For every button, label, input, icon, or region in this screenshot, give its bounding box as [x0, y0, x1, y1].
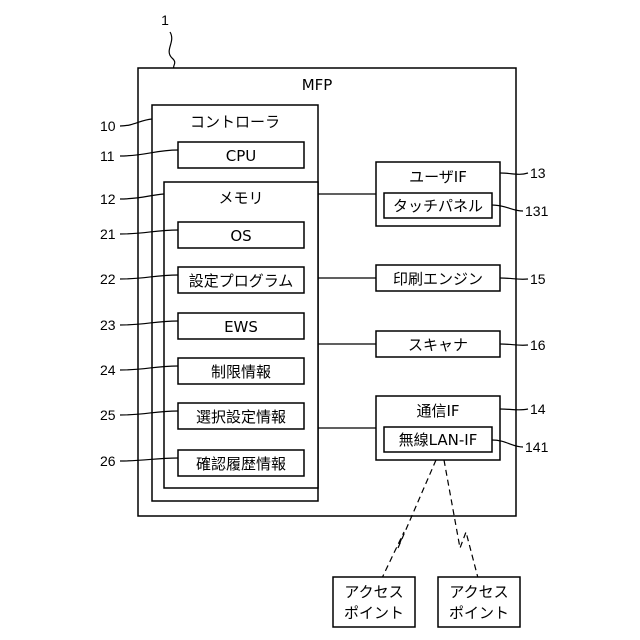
print-engine-label: 印刷エンジン — [393, 270, 483, 288]
memory-title: メモリ — [218, 189, 263, 207]
memory-item-ews: EWS — [224, 318, 258, 336]
ref-controller: 10 — [100, 118, 116, 134]
access-point-2-line1: アクセス — [449, 583, 508, 601]
memory-item-selection-setting-info: 選択設定情報 — [196, 408, 286, 426]
user-if-title: ユーザIF — [409, 168, 467, 186]
ref-setting-program: 22 — [100, 271, 116, 287]
access-point-1-line1: アクセス — [344, 583, 403, 601]
memory-item-confirmation-history: 確認履歴情報 — [196, 455, 286, 473]
ref-os: 21 — [100, 226, 116, 242]
ref-restriction-info: 24 — [100, 362, 116, 378]
touch-panel-label: タッチパネル — [393, 197, 483, 215]
ref-selection-setting-info: 25 — [100, 407, 116, 423]
ref-cpu: 11 — [100, 148, 115, 164]
mfp-title: MFP — [302, 76, 333, 94]
access-point-2-line2: ポイント — [449, 604, 509, 622]
scanner-label: スキャナ — [408, 336, 468, 354]
cpu-label: CPU — [226, 147, 257, 165]
ref-print-engine: 15 — [530, 271, 546, 287]
ref-scanner: 16 — [530, 337, 546, 353]
figure-ref-leader — [169, 32, 175, 68]
memory-item-restriction-info: 制限情報 — [211, 363, 271, 381]
memory-item-os: OS — [230, 227, 251, 245]
ref-confirmation-history: 26 — [100, 453, 116, 469]
comm-if-title: 通信IF — [416, 402, 459, 420]
memory-item-setting-program: 設定プログラム — [189, 272, 294, 290]
controller-title: コントローラ — [190, 113, 280, 131]
ref-wireless-lan-if: 141 — [525, 439, 549, 455]
access-point-1-line2: ポイント — [344, 604, 404, 622]
ref-user-if: 13 — [530, 165, 546, 181]
ref-ews: 23 — [100, 317, 116, 333]
ref-comm-if: 14 — [530, 401, 546, 417]
ref-memory: 12 — [100, 191, 116, 207]
wireless-lan-if-label: 無線LAN-IF — [399, 431, 478, 449]
figure-ref: 1 — [161, 12, 169, 28]
ref-touch-panel: 131 — [525, 203, 549, 219]
